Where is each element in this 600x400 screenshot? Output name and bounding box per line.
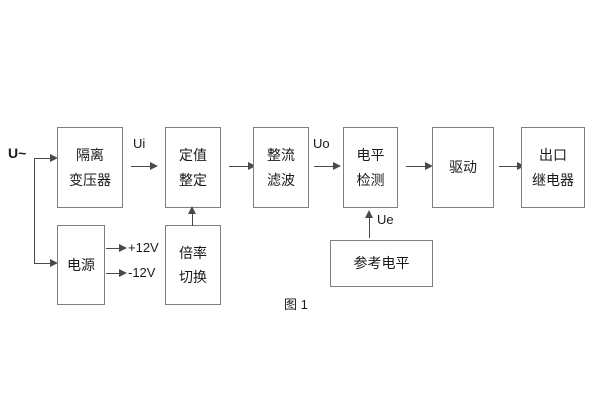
block-drive[interactable]: 驱动: [432, 127, 494, 208]
rectify-to-level-line: [314, 166, 335, 167]
block-setpoint-setting[interactable]: 定值 整定: [165, 127, 221, 208]
level-to-drive-line: [406, 166, 427, 167]
block-line: 整流: [267, 147, 295, 163]
supply-negative-rail-line: [106, 273, 122, 274]
transformer-to-setpoint-line: [131, 166, 152, 167]
input-to-transformer-arrowhead: [50, 154, 58, 162]
block-reference-level[interactable]: 参考电平: [330, 240, 433, 287]
input-bus-to-power-supply-line: [34, 263, 52, 264]
figure-caption: 图 1: [284, 297, 308, 312]
reference-to-level-detection-line: [369, 215, 370, 238]
block-multiplier-switch[interactable]: 倍率 切换: [165, 225, 221, 305]
supply-positive-label: +12V: [128, 240, 159, 255]
block-line: 倍率: [179, 244, 207, 261]
multiplier-to-setpoint-arrowhead: [188, 206, 196, 214]
block-line: 隔离: [76, 147, 104, 163]
block-isolation-transformer[interactable]: 隔离 变压器: [57, 127, 123, 208]
block-line: 出口: [539, 147, 567, 163]
supply-positive-rail-line: [106, 248, 122, 249]
uo-signal-label: Uo: [313, 136, 330, 151]
block-level-detection[interactable]: 电平 检测: [343, 127, 398, 208]
block-power-supply[interactable]: 电源: [57, 225, 105, 305]
transformer-to-setpoint-arrowhead: [150, 162, 158, 170]
input-bus-to-transformer-line: [34, 158, 52, 159]
block-line: 整定: [179, 171, 207, 188]
reference-to-level-detection-arrowhead: [365, 210, 373, 218]
level-to-drive-arrowhead: [425, 162, 433, 170]
block-line: 滤波: [267, 171, 295, 188]
supply-negative-arrowhead: [119, 269, 127, 277]
setpoint-to-rectify-line: [229, 166, 250, 167]
drive-to-output-relay-line: [499, 166, 520, 167]
block-line: 驱动: [449, 159, 477, 176]
block-line: 继电器: [532, 171, 574, 188]
block-line: 变压器: [69, 171, 111, 188]
block-line: 切换: [179, 269, 207, 285]
block-rectify-filter[interactable]: 整流 滤波: [253, 127, 309, 208]
input-source-label: U~: [8, 145, 27, 161]
block-line: 检测: [356, 171, 385, 188]
block-output-relay[interactable]: 出口 继电器: [521, 127, 585, 208]
block-line: 定值: [179, 147, 207, 163]
ui-signal-label: Ui: [133, 136, 146, 151]
input-bus-vertical-line: [34, 158, 35, 263]
rectify-to-level-arrowhead: [333, 162, 341, 170]
supply-negative-label: -12V: [128, 265, 156, 280]
supply-positive-arrowhead: [119, 244, 127, 252]
ue-signal-label: Ue: [377, 212, 394, 227]
setpoint-to-rectify-arrowhead: [248, 162, 256, 170]
input-to-power-supply-arrowhead: [50, 259, 58, 267]
multiplier-to-setpoint-line: [192, 210, 193, 226]
block-line: 电平: [356, 147, 385, 163]
block-line: 参考电平: [353, 255, 410, 272]
block-line: 电源: [67, 256, 95, 273]
